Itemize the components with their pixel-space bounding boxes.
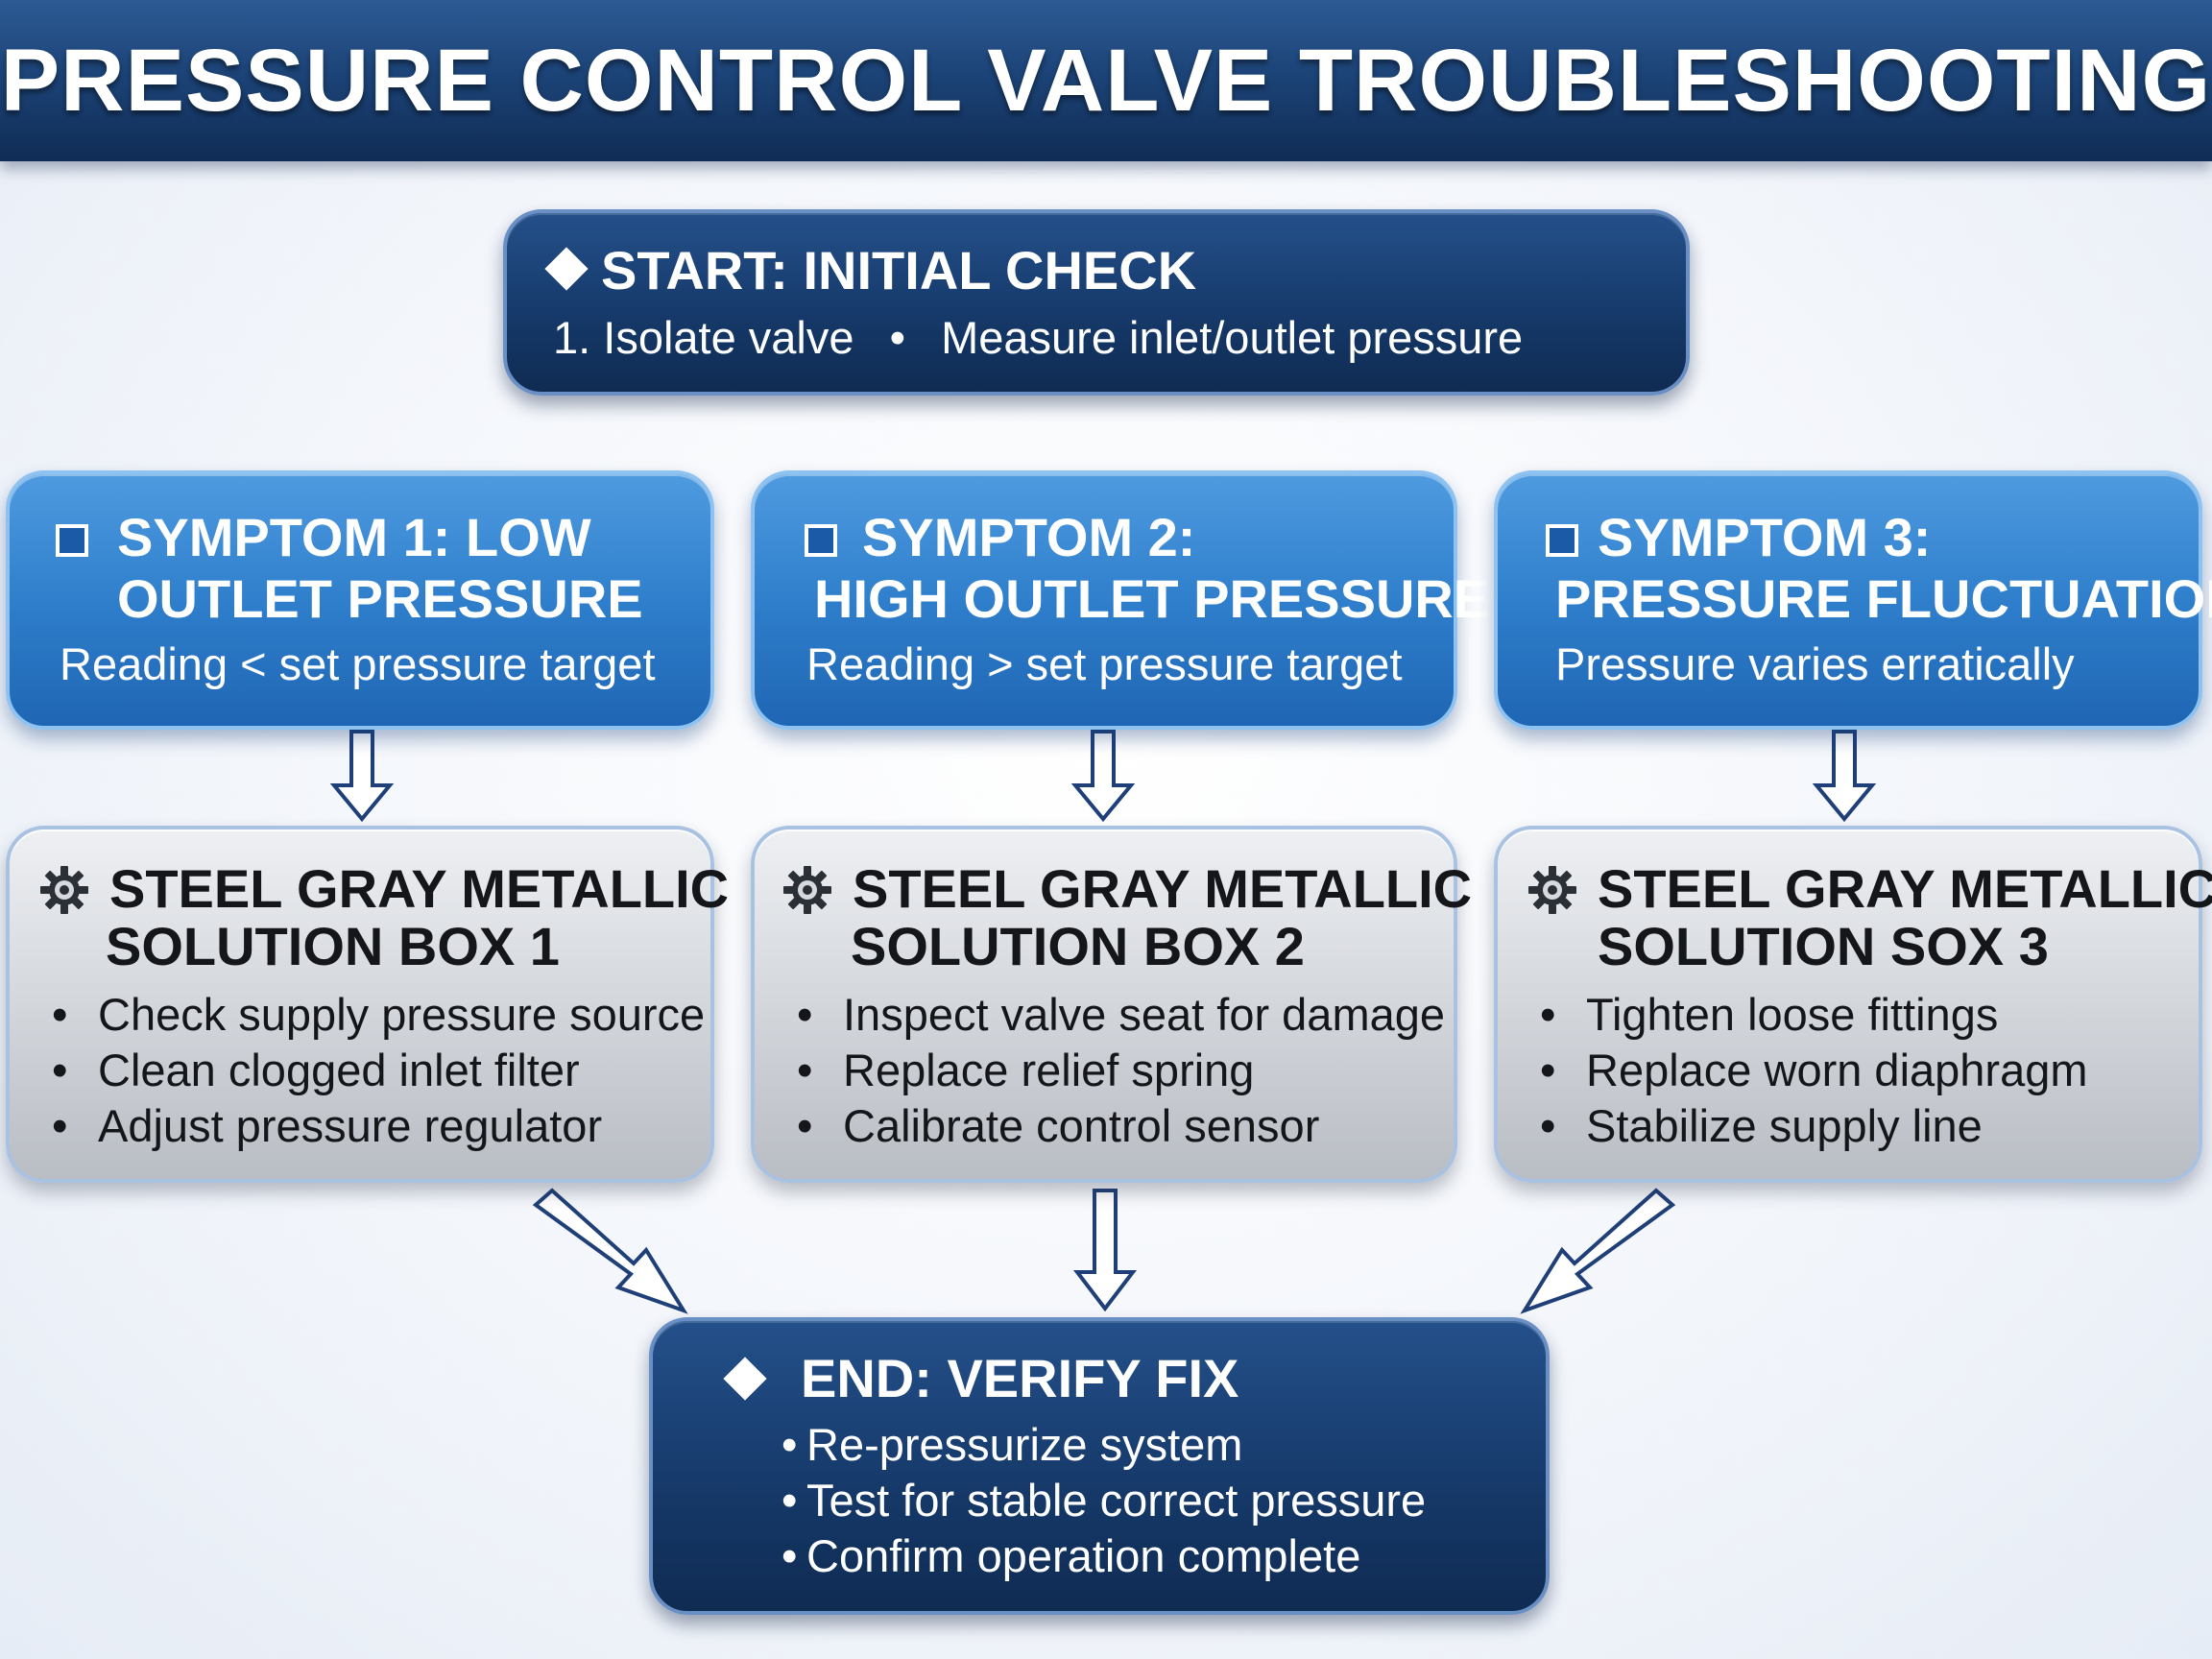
symptom-2-detail: Reading > set pressure target — [806, 638, 1403, 689]
diamond-icon — [544, 247, 589, 291]
square-icon — [805, 524, 837, 557]
solution-2-line-1: STEEL GRAY METALLIC — [853, 858, 1473, 919]
title-bar: PRESSURE CONTROL VALVE TROUBLESHOOTING — [0, 0, 2212, 161]
diamond-icon — [723, 1357, 767, 1401]
solution-3-line-2: SOLUTION SOX 3 — [1598, 916, 2049, 976]
end-heading: END: VERIFY FIX — [801, 1348, 1239, 1408]
list-item: Replace relief spring — [793, 1043, 1445, 1098]
list-item: Adjust pressure regulator — [48, 1098, 705, 1154]
gear-icon — [783, 866, 831, 914]
list-item: Calibrate control sensor — [793, 1098, 1445, 1154]
list-item: Re-pressurize system — [781, 1417, 1426, 1473]
solution-1-line-2: SOLUTION BOX 1 — [106, 916, 560, 976]
arrow-solution2-to-end — [1072, 1189, 1138, 1312]
symptom-node-2: SYMPTOM 2: HIGH OUTLET PRESSURE Reading … — [751, 470, 1489, 730]
gear-icon — [40, 866, 88, 914]
start-separator: • — [889, 312, 906, 363]
solution-node-1: STEEL GRAY METALLIC SOLUTION BOX 1 Check… — [6, 826, 729, 1183]
symptom-1-detail: Reading < set pressure target — [60, 638, 656, 689]
symptom-2-line-2: HIGH OUTLET PRESSURE — [814, 568, 1490, 629]
symptom-2-line-1: SYMPTOM 2: — [862, 507, 1196, 567]
start-step-2: Measure inlet/outlet pressure — [941, 312, 1524, 363]
arrow-solution1-to-end — [532, 1188, 688, 1314]
symptom-1-line-1: SYMPTOM 1: LOW — [117, 507, 591, 567]
arrow-symptom1-to-solution1 — [329, 730, 395, 823]
start-node: START: INITIAL CHECK 1. Isolate valve • … — [503, 209, 1690, 396]
symptom-node-3: SYMPTOM 3: PRESSURE FLUCTUATIONS Pressur… — [1494, 470, 2212, 730]
end-list: Re-pressurize system Test for stable cor… — [781, 1417, 1426, 1584]
solution-3-line-1: STEEL GRAY METALLIC — [1598, 858, 2212, 919]
solution-3-list: Tighten loose fittings Replace worn diap… — [1536, 987, 2088, 1154]
list-item: Check supply pressure source — [48, 987, 705, 1043]
start-step-1: 1. Isolate valve — [553, 312, 854, 363]
arrow-solution3-to-end — [1520, 1188, 1676, 1314]
symptom-3-detail: Pressure varies erratically — [1555, 638, 2075, 689]
square-icon — [1546, 524, 1578, 557]
arrow-symptom3-to-solution3 — [1812, 730, 1877, 823]
start-heading: START: INITIAL CHECK — [601, 240, 1197, 301]
list-item: Tighten loose fittings — [1536, 987, 2088, 1043]
start-steps: 1. Isolate valve • Measure inlet/outlet … — [553, 311, 1523, 365]
symptom-1-line-2: OUTLET PRESSURE — [117, 568, 643, 629]
solution-2-list: Inspect valve seat for damage Replace re… — [793, 987, 1445, 1154]
list-item: Test for stable correct pressure — [781, 1473, 1426, 1528]
solution-1-line-1: STEEL GRAY METALLIC — [109, 858, 730, 919]
solution-1-list: Check supply pressure source Clean clogg… — [48, 987, 705, 1154]
square-icon — [56, 524, 88, 557]
symptom-3-line-2: PRESSURE FLUCTUATIONS — [1555, 568, 2212, 629]
list-item: Stabilize supply line — [1536, 1098, 2088, 1154]
page-title: PRESSURE CONTROL VALVE TROUBLESHOOTING — [0, 31, 2212, 130]
solution-node-2: STEEL GRAY METALLIC SOLUTION BOX 2 Inspe… — [751, 826, 1472, 1183]
symptom-3-line-1: SYMPTOM 3: — [1598, 507, 1932, 567]
gear-icon — [1528, 866, 1576, 914]
list-item: Replace worn diaphragm — [1536, 1043, 2088, 1098]
solution-2-line-2: SOLUTION BOX 2 — [851, 916, 1305, 976]
list-item: Inspect valve seat for damage — [793, 987, 1445, 1043]
arrow-symptom2-to-solution2 — [1070, 730, 1136, 823]
list-item: Confirm operation complete — [781, 1528, 1426, 1584]
symptom-node-1: SYMPTOM 1: LOW OUTLET PRESSURE Reading <… — [6, 470, 714, 730]
list-item: Clean clogged inlet filter — [48, 1043, 705, 1098]
solution-node-3: STEEL GRAY METALLIC SOLUTION SOX 3 Tight… — [1494, 826, 2212, 1183]
end-node: END: VERIFY FIX Re-pressurize system Tes… — [649, 1317, 1550, 1615]
